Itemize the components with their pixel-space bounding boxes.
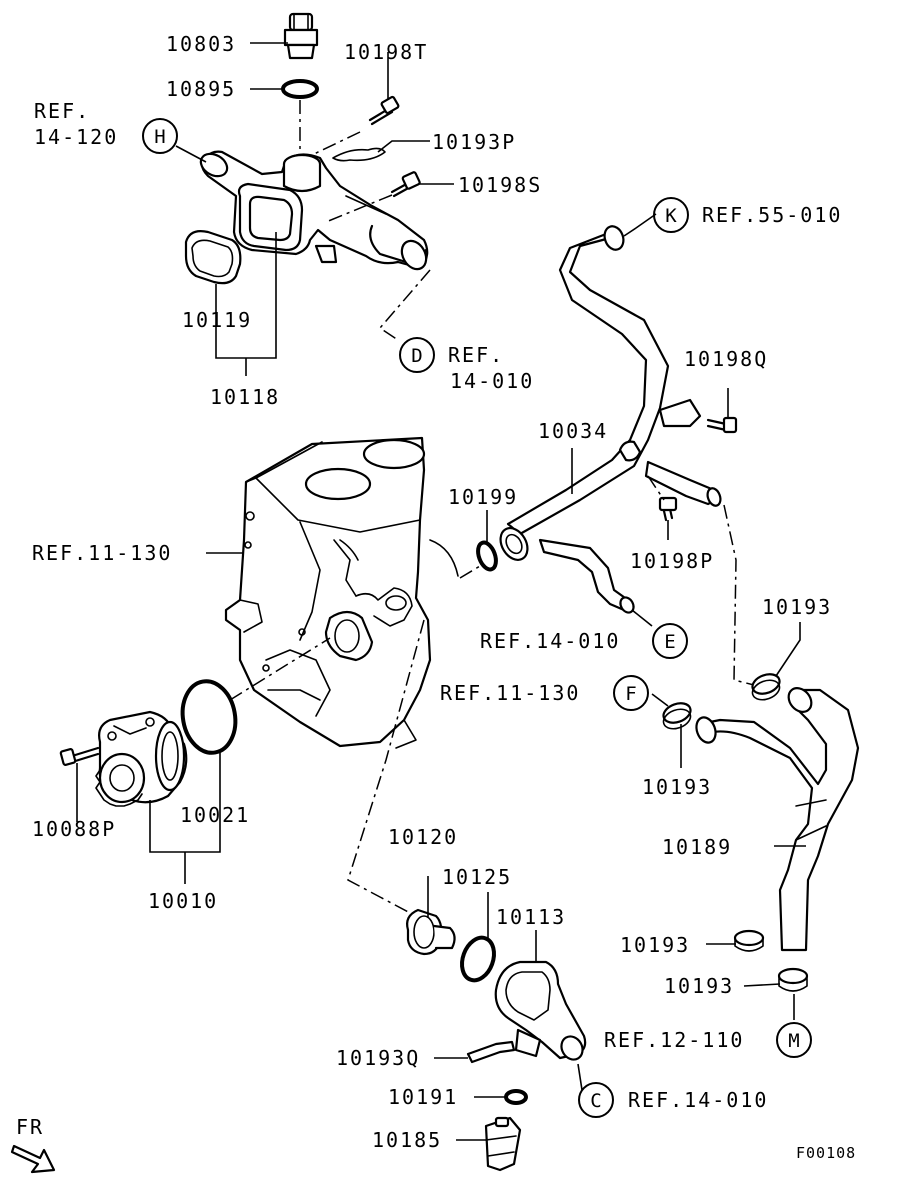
sensor-10803 bbox=[283, 12, 319, 60]
ref-e: REF.14-010 bbox=[480, 629, 620, 653]
label-10193Q: 10193Q bbox=[336, 1046, 420, 1070]
ref-m: REF.12-110 bbox=[604, 1028, 744, 1052]
label-10198S: 10198S bbox=[458, 173, 542, 197]
water-outlet-10113 bbox=[494, 960, 587, 1061]
thermostat-10120 bbox=[406, 908, 456, 956]
label-10193-d: 10193 bbox=[664, 974, 734, 998]
thermostat-housing-10118 bbox=[199, 150, 429, 271]
svg-text:K: K bbox=[665, 205, 677, 227]
label-10113: 10113 bbox=[496, 905, 566, 929]
label-10191: 10191 bbox=[388, 1085, 458, 1109]
clamp-10193-low1 bbox=[733, 929, 765, 952]
svg-text:E: E bbox=[664, 631, 675, 653]
bolt-10198Q bbox=[706, 416, 738, 434]
label-10193-b: 10193 bbox=[642, 775, 712, 799]
callout-d: D bbox=[399, 337, 435, 373]
water-pipe-10034 bbox=[499, 225, 722, 614]
clamp-10193-upper bbox=[751, 673, 781, 701]
svg-text:D: D bbox=[411, 345, 422, 367]
clip-10193Q bbox=[466, 1040, 516, 1064]
sensor-10185 bbox=[484, 1116, 522, 1172]
label-10198Q: 10198Q bbox=[684, 347, 768, 371]
label-10199: 10199 bbox=[448, 485, 518, 509]
ref-h-line1: REF. bbox=[34, 99, 90, 123]
label-10198T: 10198T bbox=[344, 40, 428, 64]
bolt-10198T bbox=[368, 95, 400, 126]
callout-m: M bbox=[776, 1022, 812, 1058]
label-10198P: 10198P bbox=[630, 549, 714, 573]
ref-engine: REF.11-130 bbox=[32, 541, 172, 565]
label-10193P: 10193P bbox=[432, 130, 516, 154]
svg-text:H: H bbox=[154, 126, 165, 148]
engine-block bbox=[224, 436, 459, 749]
figure-code: F00108 bbox=[796, 1144, 856, 1162]
label-10189: 10189 bbox=[662, 835, 732, 859]
bolt-10198P bbox=[658, 496, 678, 522]
washer-10191 bbox=[504, 1089, 528, 1105]
label-10185: 10185 bbox=[372, 1128, 442, 1152]
svg-text:F: F bbox=[625, 683, 636, 705]
label-10034: 10034 bbox=[538, 419, 608, 443]
ref-k: REF.55-010 bbox=[702, 203, 842, 227]
front-arrow-icon bbox=[10, 1144, 56, 1174]
label-10193-c: 10193 bbox=[620, 933, 690, 957]
gasket-10193P bbox=[332, 147, 386, 162]
label-10021: 10021 bbox=[180, 803, 250, 827]
callout-h: H bbox=[142, 118, 178, 154]
bolt-10088P bbox=[59, 746, 100, 766]
callout-k: K bbox=[653, 197, 689, 233]
oring-10021 bbox=[180, 679, 238, 755]
ref-c: REF.14-010 bbox=[628, 1088, 768, 1112]
ref-f: REF.11-130 bbox=[440, 681, 580, 705]
label-10119: 10119 bbox=[182, 308, 252, 332]
ref-d-line2: 14-010 bbox=[450, 369, 534, 393]
label-10010: 10010 bbox=[148, 889, 218, 913]
svg-text:C: C bbox=[590, 1090, 601, 1112]
callout-c: C bbox=[578, 1082, 614, 1118]
bolt-10198S bbox=[390, 171, 421, 198]
oring-10895 bbox=[281, 79, 319, 99]
label-10803: 10803 bbox=[166, 32, 236, 56]
label-10088P: 10088P bbox=[32, 817, 116, 841]
oring-10125 bbox=[460, 935, 496, 983]
label-10125: 10125 bbox=[442, 865, 512, 889]
callout-f: F bbox=[613, 675, 649, 711]
clamp-10193-mid bbox=[662, 702, 692, 730]
oring-10199 bbox=[476, 540, 498, 572]
front-direction-label: FR bbox=[16, 1115, 44, 1139]
label-10193-a: 10193 bbox=[762, 595, 832, 619]
label-10895: 10895 bbox=[166, 77, 236, 101]
hose-10189 bbox=[695, 687, 860, 952]
svg-text:M: M bbox=[788, 1030, 799, 1052]
ref-h-line2: 14-120 bbox=[34, 125, 118, 149]
ref-d-line1: REF. bbox=[448, 343, 504, 367]
label-10118: 10118 bbox=[210, 385, 280, 409]
clamp-10193-low2 bbox=[777, 967, 809, 992]
label-10120: 10120 bbox=[388, 825, 458, 849]
callout-e: E bbox=[652, 623, 688, 659]
water-pump-10010 bbox=[95, 710, 188, 807]
